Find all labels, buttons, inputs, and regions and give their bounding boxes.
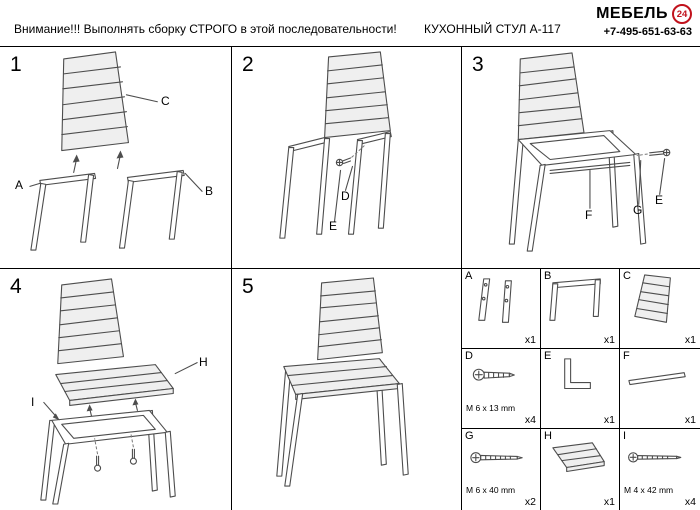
- part-cell-a: A x1: [462, 269, 541, 349]
- part-cell-g: G M 6 x 40 mm x2: [462, 429, 541, 510]
- part-cell-f: F x1: [620, 349, 700, 429]
- product-title: КУХОННЫЙ СТУЛ А-117: [424, 22, 561, 36]
- part-qty: x1: [603, 496, 615, 508]
- part-letter: D: [465, 350, 473, 362]
- part-letter: C: [623, 270, 631, 282]
- step1-diagram: [29, 51, 203, 251]
- part-qty: x1: [684, 334, 696, 346]
- step-number-1: 1: [10, 53, 22, 76]
- part-letter: B: [544, 270, 552, 282]
- part-ref-c: C: [161, 94, 170, 108]
- part-letter: A: [465, 270, 473, 282]
- part-cell-c: C x1: [620, 269, 700, 349]
- part-ref-h: H: [199, 355, 208, 369]
- step-panel-1: 1 A B C: [0, 47, 232, 269]
- brand-row: МЕБЕЛЬ 24: [596, 4, 692, 24]
- step-panel-2: 2 D E: [232, 47, 462, 269]
- brand-24-badge: 24: [672, 4, 692, 24]
- part-b-frame-drawing: [549, 278, 601, 321]
- step-number-3: 3: [472, 53, 484, 76]
- part-a-legs-drawing: [478, 278, 512, 323]
- part-ref-f: F: [585, 208, 593, 222]
- step-number-5: 5: [242, 275, 254, 298]
- part-cell-e: E x1: [541, 349, 620, 429]
- step-panel-3: 3 F G E: [462, 47, 700, 269]
- part-letter: H: [544, 430, 552, 442]
- part-qty: x4: [684, 496, 696, 508]
- part-cell-i: I M 4 x 42 mm x4: [620, 429, 700, 510]
- step4-diagram: [40, 278, 198, 505]
- part-ref-e2: E: [655, 193, 664, 207]
- part-ref-a: A: [15, 178, 24, 192]
- badge-text: 24: [676, 8, 688, 20]
- part-ref-b: B: [205, 184, 214, 198]
- brand-block: МЕБЕЛЬ 24 +7-495-651-63-63: [596, 4, 692, 38]
- part-qty: x1: [684, 414, 696, 426]
- part-i-screw-icon: [628, 452, 682, 463]
- part-e-allen-key-icon: [564, 358, 591, 390]
- header: Внимание!!! Выполнять сборку СТРОГО в эт…: [0, 0, 700, 46]
- part-cell-h: H x1: [541, 429, 620, 510]
- part-f-tube-drawing: [628, 372, 686, 386]
- step-number-4: 4: [10, 275, 22, 298]
- part-h-seat-drawing: [552, 442, 605, 473]
- parts-grid: A x1 B x: [462, 269, 700, 510]
- step-number-2: 2: [242, 53, 254, 76]
- part-ref-e: E: [329, 219, 338, 233]
- step5-diagram: [276, 277, 409, 487]
- part-qty: x1: [603, 334, 615, 346]
- brand-name: МЕБЕЛЬ: [596, 5, 668, 22]
- part-ref-d: D: [341, 189, 350, 203]
- part-qty: x4: [524, 414, 536, 426]
- part-ref-g: G: [633, 203, 643, 217]
- part-cell-d: D M 6 x 13 mm x4: [462, 349, 541, 429]
- part-g-screw-icon: [470, 452, 523, 464]
- step-panel-5: 5: [232, 269, 462, 510]
- part-qty: x1: [524, 334, 536, 346]
- part-size: M 4 x 42 mm: [624, 485, 674, 495]
- warning-text: Внимание!!! Выполнять сборку СТРОГО в эт…: [14, 22, 397, 36]
- part-size: M 6 x 13 mm: [466, 403, 516, 413]
- part-size: M 6 x 40 mm: [466, 485, 516, 495]
- instruction-grid: 1 A B C: [0, 46, 700, 510]
- step2-diagram: [279, 51, 392, 239]
- part-d-screw-icon: [472, 368, 515, 381]
- part-qty: x1: [603, 414, 615, 426]
- part-cell-b: B x1: [541, 269, 620, 349]
- part-letter: G: [465, 430, 474, 442]
- part-c-backrest-drawing: [634, 274, 671, 323]
- part-letter: I: [623, 430, 627, 442]
- step3-diagram: [508, 52, 671, 252]
- step-panel-4: 4 H I: [0, 269, 232, 510]
- phone-number: +7-495-651-63-63: [603, 26, 692, 38]
- part-letter: E: [544, 350, 552, 362]
- part-ref-i: I: [31, 395, 35, 409]
- part-letter: F: [623, 350, 630, 362]
- part-qty: x2: [524, 496, 536, 508]
